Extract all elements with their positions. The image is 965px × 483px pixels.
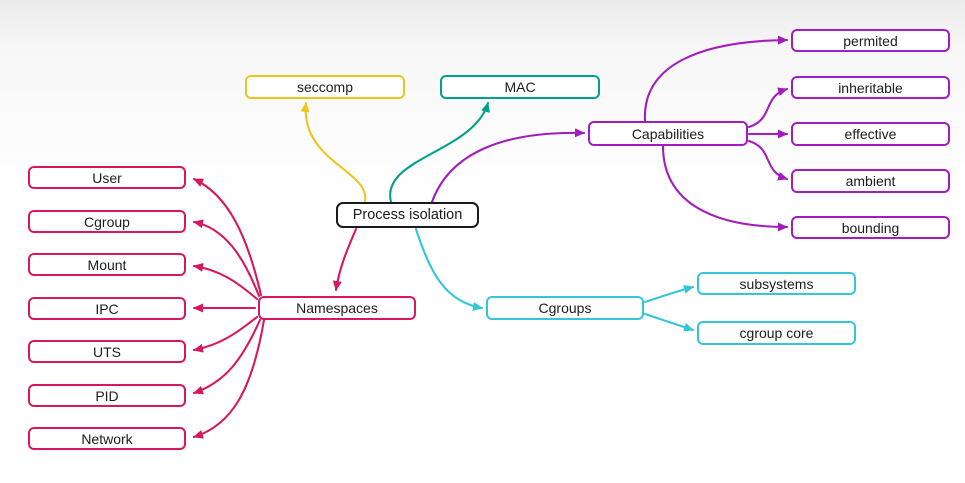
node-namespaces[interactable]: Namespaces: [258, 296, 416, 320]
node-user[interactable]: User: [28, 166, 186, 189]
arrow-center-to-capabilities: [430, 128, 586, 204]
node-permited[interactable]: permited: [791, 29, 950, 52]
arrow-center-to-seccomp: [300, 101, 367, 204]
node-bounding[interactable]: bounding: [791, 216, 950, 239]
arrow-namespaces-to-network: [192, 318, 266, 439]
arrow-namespaces-to-user: [192, 177, 263, 297]
arrow-namespaces-to-uts: [192, 315, 259, 353]
node-uts[interactable]: UTS: [28, 340, 186, 363]
node-mac[interactable]: MAC: [440, 75, 600, 99]
arrow-namespaces-to-cgroup: [192, 219, 261, 298]
node-pid[interactable]: PID: [28, 384, 186, 407]
node-capabilities[interactable]: Capabilities: [588, 121, 748, 146]
node-subsystems[interactable]: subsystems: [697, 272, 856, 295]
arrow-capabilities-to-bounding: [661, 144, 789, 232]
node-process-isolation[interactable]: Process isolation: [336, 202, 479, 228]
arrow-center-to-cgroups: [414, 227, 484, 311]
node-cgroup[interactable]: Cgroup: [28, 210, 186, 233]
node-mount[interactable]: Mount: [28, 253, 186, 276]
arrow-namespaces-to-pid: [192, 318, 262, 395]
node-effective[interactable]: effective: [791, 122, 950, 146]
arrow-center-to-mac: [389, 101, 490, 204]
node-ambient[interactable]: ambient: [791, 169, 950, 193]
node-cgroup-core[interactable]: cgroup core: [697, 321, 856, 345]
arrow-capabilities-to-ambient: [747, 139, 789, 181]
node-inheritable[interactable]: inheritable: [791, 76, 950, 99]
arrow-cgroups-to-cgroup-core: [643, 312, 695, 332]
node-ipc[interactable]: IPC: [28, 297, 186, 320]
node-network[interactable]: Network: [28, 427, 186, 450]
node-seccomp[interactable]: seccomp: [245, 75, 405, 99]
arrow-cgroups-to-subsystems: [643, 284, 695, 304]
node-cgroups[interactable]: Cgroups: [486, 296, 644, 320]
arrow-center-to-namespaces: [332, 227, 358, 292]
arrow-capabilities-to-inheritable: [747, 87, 789, 129]
arrow-capabilities-to-permited: [643, 35, 789, 123]
arrow-namespaces-to-mount: [192, 262, 259, 301]
